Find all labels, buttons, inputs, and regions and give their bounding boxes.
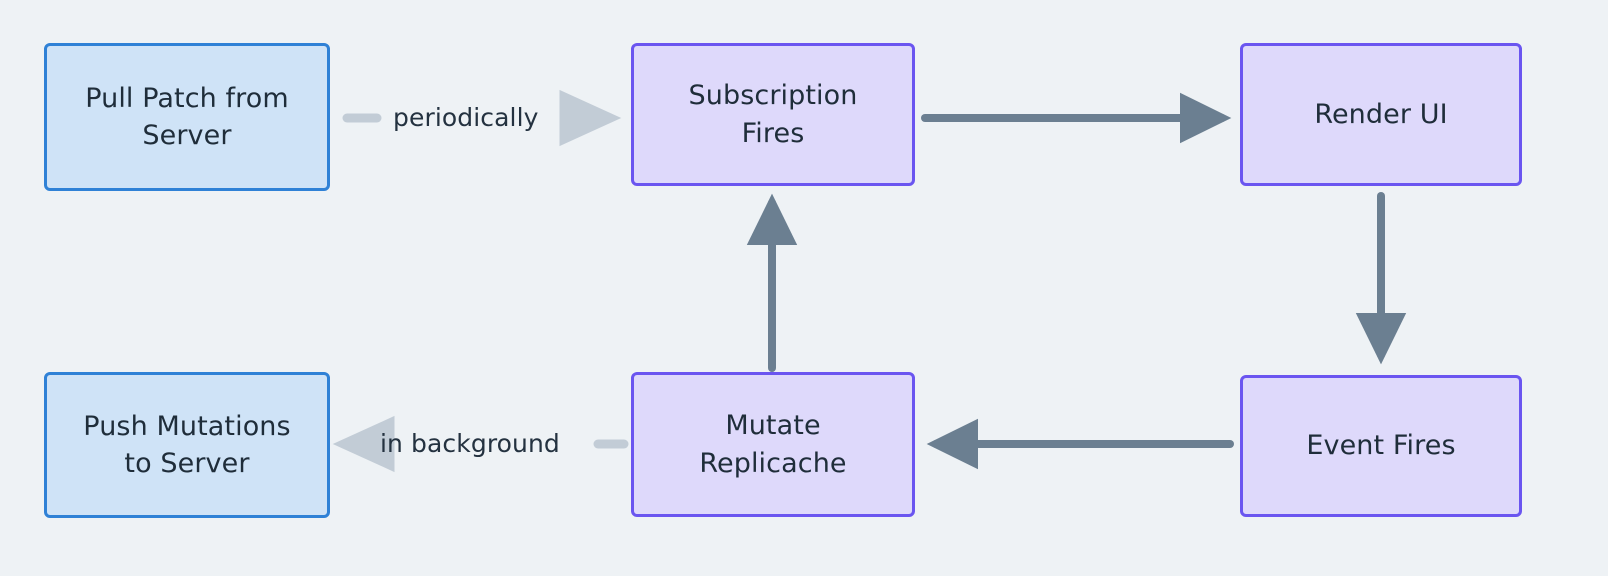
node-mutate-replicache[interactable]: Mutate Replicache xyxy=(631,372,915,517)
node-event-fires-label: Event Fires xyxy=(1306,430,1456,462)
node-subscription-fires[interactable]: Subscription Fires xyxy=(631,43,915,186)
node-pull-patch-label: Pull Patch from Server xyxy=(85,82,289,151)
node-subscription-fires-label: Subscription Fires xyxy=(688,80,858,149)
node-push-mutations-label: Push Mutations to Server xyxy=(83,410,291,479)
node-event-fires[interactable]: Event Fires xyxy=(1240,375,1522,517)
node-pull-patch[interactable]: Pull Patch from Server xyxy=(44,43,330,191)
edge-label-in-background: in background xyxy=(380,429,560,458)
node-push-mutations[interactable]: Push Mutations to Server xyxy=(44,372,330,518)
node-render-ui[interactable]: Render UI xyxy=(1240,43,1522,186)
node-mutate-replicache-label: Mutate Replicache xyxy=(699,410,847,479)
node-render-ui-label: Render UI xyxy=(1314,98,1448,130)
edge-label-periodically: periodically xyxy=(393,103,539,132)
